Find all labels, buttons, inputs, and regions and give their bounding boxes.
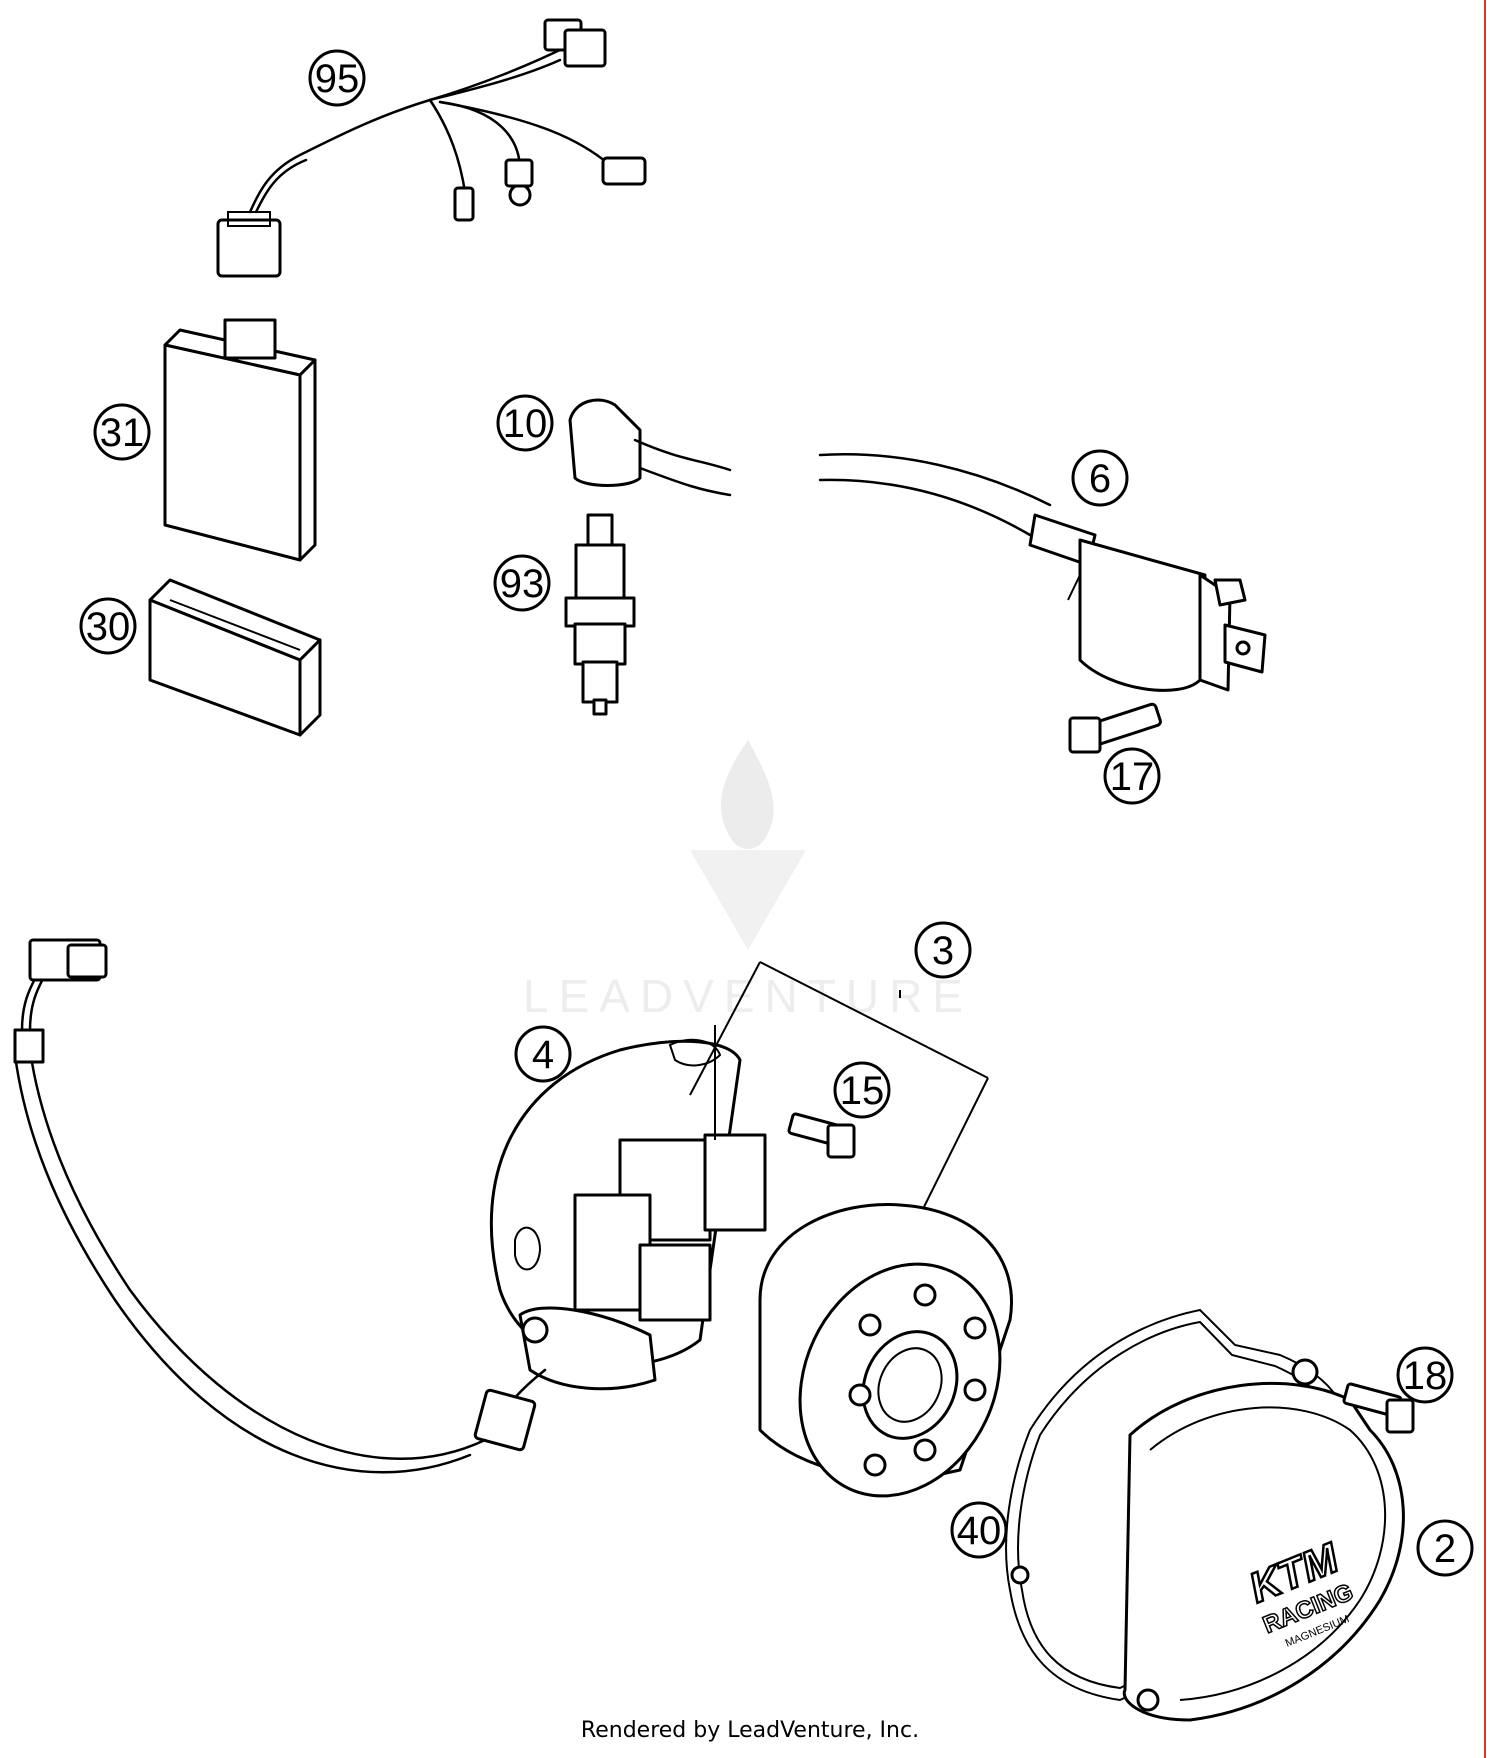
callout-17: 17 [1103,747,1161,805]
rotor-callout-bracket [689,961,989,1226]
callout-6: 6 [1071,449,1129,507]
callout-18-label: 18 [1403,1354,1448,1398]
callout-17-label: 17 [1110,755,1155,799]
callout-10-label: 10 [503,402,548,446]
callout-3-label: 3 [932,929,954,973]
callout-30-label: 30 [86,605,131,649]
page-edge-line [1484,0,1486,1758]
callout-31-label: 31 [100,411,145,455]
stator-bolt [787,1112,856,1159]
coil-bolt [1068,702,1162,754]
watermark-flame-icon [720,740,774,849]
ignition-coil [1028,513,1267,692]
spark-plug [564,513,636,716]
callout-10: 10 [496,394,554,452]
callout-4-label: 4 [532,1033,554,1077]
cover-bolt [1342,1382,1415,1434]
callout-31: 31 [93,403,151,461]
watermark-text: LEADVENTURE [523,970,973,1022]
stator-cable [13,938,547,1474]
callout-95-label: 95 [315,57,360,101]
callout-4: 4 [514,1025,572,1083]
callout-95: 95 [308,49,366,107]
callout-40-label: 40 [957,1509,1002,1553]
callout-40: 40 [950,1501,1008,1559]
flywheel-rotor [758,1202,1013,1498]
callout-6-label: 6 [1089,457,1111,501]
callout-2-label: 2 [1434,1527,1456,1571]
callout-30: 30 [79,597,137,655]
callout-93: 93 [493,554,551,612]
callout-18: 18 [1396,1346,1454,1404]
cdi-unit [163,318,317,562]
stator [489,1025,767,1391]
footer-credit: Rendered by LeadVenture, Inc. [580,1718,920,1743]
watermark-v-icon [690,850,806,950]
callout-93-label: 93 [500,562,545,606]
cdi-holder [148,578,322,737]
wire-harness [216,18,647,278]
callout-15-label: 15 [840,1069,885,1113]
ignition-cover: KTM RACING MAGNESIUM [1122,1358,1405,1722]
callout-15: 15 [833,1061,891,1119]
callout-3: 3 [914,921,972,979]
spark-plug-cap [568,398,1052,537]
callout-2: 2 [1416,1519,1474,1577]
watermark: LEADVENTURE [523,740,973,1022]
